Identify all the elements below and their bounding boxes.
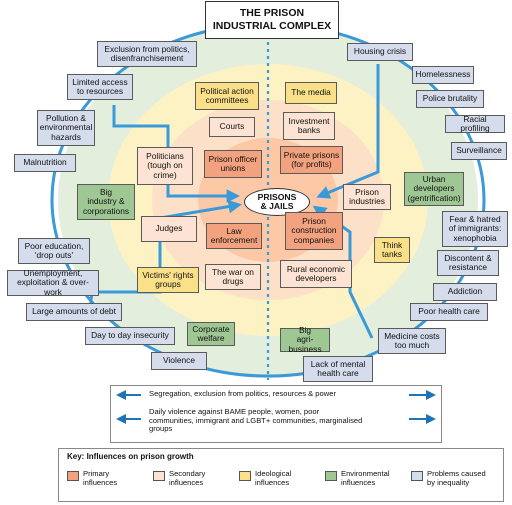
political-action-committees-box: Political action committees <box>195 82 259 110</box>
large-amounts-of-debt-box: Large amounts of debt <box>26 303 122 321</box>
violence-box: Violence <box>151 352 207 370</box>
the-media-box: The media <box>285 82 337 104</box>
arrows-panel-graphics <box>116 390 436 424</box>
flow-arrow-left-upper <box>112 105 241 203</box>
judges-box: Judges <box>141 216 197 242</box>
surveillance-box: Surveillance <box>451 142 507 160</box>
lack-of-mental-health-care-box: Lack of mental health care <box>303 356 373 382</box>
arrows-panel: Segregation, exclusion from politics, re… <box>110 385 442 443</box>
homelessness-box: Homelessness <box>412 66 474 84</box>
fear-hatred-of-immigrants-box: Fear & hatred of immigrants: xenophobia <box>442 211 508 247</box>
poor-health-care-box: Poor health care <box>410 303 488 321</box>
urban-developers-box: Urban developers (gentrification) <box>404 172 464 206</box>
law-enforcement-box: Law enforcement <box>206 223 262 249</box>
think-tanks-box: Think tanks <box>374 237 410 263</box>
prison-construction-box: Prison construction companies <box>285 212 343 250</box>
prisons-and-jails-center: PRISONS & JAILS <box>244 188 310 216</box>
courts-box: Courts <box>209 117 255 137</box>
corporate-welfare-box: Corporate welfare <box>187 322 235 346</box>
flow-arrow-right-upper <box>316 64 380 199</box>
discontent-resistance-box: Discontent & resistance <box>437 250 499 276</box>
racial-profiling-box: Racial profiling <box>445 114 505 133</box>
key-swatch-environmental <box>325 471 337 481</box>
key-swatch-ideological <box>239 471 251 481</box>
key-title: Key: Influences on prison growth <box>67 452 194 461</box>
war-on-drugs-box: The war on drugs <box>205 264 261 290</box>
investment-banks-box: Investment banks <box>283 112 335 140</box>
big-agri-business-box: Big agri-business <box>280 325 330 353</box>
key-label-primary: Primary influences <box>83 469 118 487</box>
prison-industries-box: Prison industries <box>343 184 391 210</box>
diagram-title: THE PRISON INDUSTRIAL COMPLEX <box>205 1 339 39</box>
key-swatch-secondary <box>153 471 165 481</box>
limited-access-to-resources-box: Limited access to resources <box>67 74 133 100</box>
police-brutality-box: Police brutality <box>416 90 484 108</box>
prison-officer-unions-box: Prison officer unions <box>204 150 262 178</box>
key-swatch-inequality <box>411 471 423 481</box>
malnutrition-box: Malnutrition <box>14 154 76 172</box>
segregation-text: Segregation, exclusion from politics, re… <box>149 389 336 398</box>
daily-violence-text: Daily violence against BAME people, wome… <box>149 407 363 434</box>
day-to-day-insecurity-box: Day to day insecurity <box>85 327 175 345</box>
key-label-secondary: Secondary influences <box>169 469 206 487</box>
key-label-environmental: Environmental influences <box>341 469 390 487</box>
legend-key: Key: Influences on prison growth Primary… <box>58 448 504 502</box>
key-label-ideological: Ideological influences <box>255 469 292 487</box>
medicine-costs-box: Medicine costs too much <box>378 328 446 354</box>
pollution-box: Pollution & environmental hazards <box>37 110 95 146</box>
addiction-box: Addiction <box>433 283 497 301</box>
exclusion-from-politics-box: Exclusion from politics, disenfranchisem… <box>97 41 197 67</box>
politicians-box: Politicians (tough on crime) <box>137 147 193 185</box>
big-industry-box: Big industry & corporations <box>77 184 135 220</box>
rural-economic-developers-box: Rural economic developers <box>280 260 352 288</box>
poor-education-box: Poor education, 'drop outs' <box>18 238 90 264</box>
key-swatch-primary <box>67 471 79 481</box>
victims-rights-groups-box: Victims' rights groups <box>137 267 199 293</box>
key-label-inequality: Problems caused by inequality <box>427 469 486 487</box>
private-prisons-box: Private prisons (for profits) <box>280 146 343 174</box>
housing-crisis-box: Housing crisis <box>347 43 413 61</box>
unemployment-box: Unemployment, exploitation & over-work <box>7 268 99 296</box>
